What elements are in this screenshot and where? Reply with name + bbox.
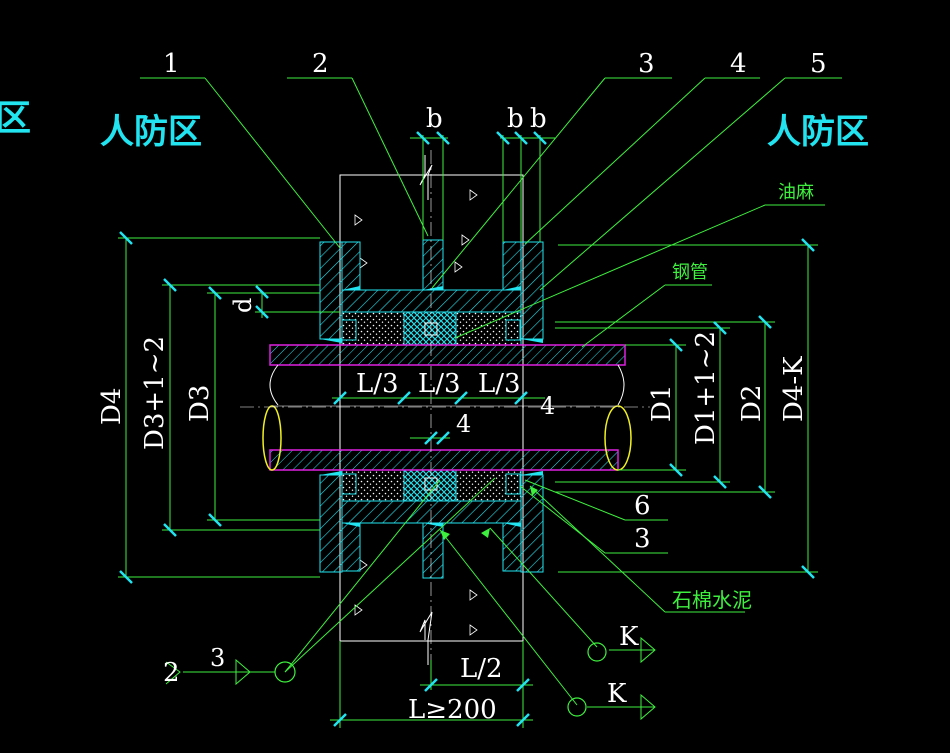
callout-4: 4 — [730, 49, 747, 79]
dim-four-center: 4 — [456, 410, 471, 438]
dim-D3-plus: D3+1~2 — [140, 336, 170, 450]
dim-D2: D2 — [737, 385, 767, 422]
label-shimian-shuini: 石棉水泥 — [672, 588, 752, 612]
dim-L3-a: L/3 — [356, 369, 399, 399]
label-youma: 油麻 — [778, 182, 814, 203]
label-right-zone: 人防区 — [767, 112, 869, 152]
leader-circles — [274, 642, 607, 717]
dim-L3-c: L/3 — [478, 369, 521, 399]
callout-6: 6 — [634, 491, 651, 521]
label-gangguan: 钢管 — [672, 262, 708, 283]
callout-3: 3 — [638, 49, 655, 79]
callout-3-bottom: 3 — [634, 524, 651, 554]
dim-L-half: L/2 — [460, 654, 503, 684]
dim-d: d — [229, 298, 257, 313]
dim-b-2: b — [507, 104, 524, 134]
callout-5: 5 — [810, 49, 827, 79]
dim-D4-K: D4-K — [779, 356, 809, 422]
sleeve-bottom — [319, 469, 544, 579]
label-left-zone-partial: 区 — [0, 98, 31, 139]
callout-1: 1 — [163, 49, 180, 79]
leader-lines — [140, 77, 842, 721]
sleeve-top — [319, 239, 544, 346]
dim-b-1: b — [426, 104, 443, 134]
concrete-wall — [339, 155, 524, 665]
leader-arrowheads — [440, 486, 538, 540]
callout-2: 2 — [312, 49, 329, 79]
steel-pipe — [240, 150, 650, 660]
dim-L3-b: L/3 — [418, 369, 461, 399]
dimension-lines — [118, 135, 818, 728]
label-left-zone: 人防区 — [100, 112, 202, 152]
section-K-1: K — [619, 622, 639, 652]
dimension-ticks — [119, 131, 815, 727]
dim-D1-plus: D1+1~2 — [691, 331, 721, 445]
dim-L-min: L≥200 — [408, 695, 497, 725]
dim-D4: D4 — [97, 388, 127, 425]
dim-D1: D1 — [647, 385, 677, 422]
dim-b-3: b — [530, 104, 547, 134]
section-K-2: K — [607, 679, 627, 709]
dim-four-right: 4 — [540, 392, 555, 420]
section-mark-3: 3 — [210, 644, 225, 672]
section-mark-2: 2 — [163, 658, 180, 688]
dim-D3: D3 — [185, 385, 215, 422]
